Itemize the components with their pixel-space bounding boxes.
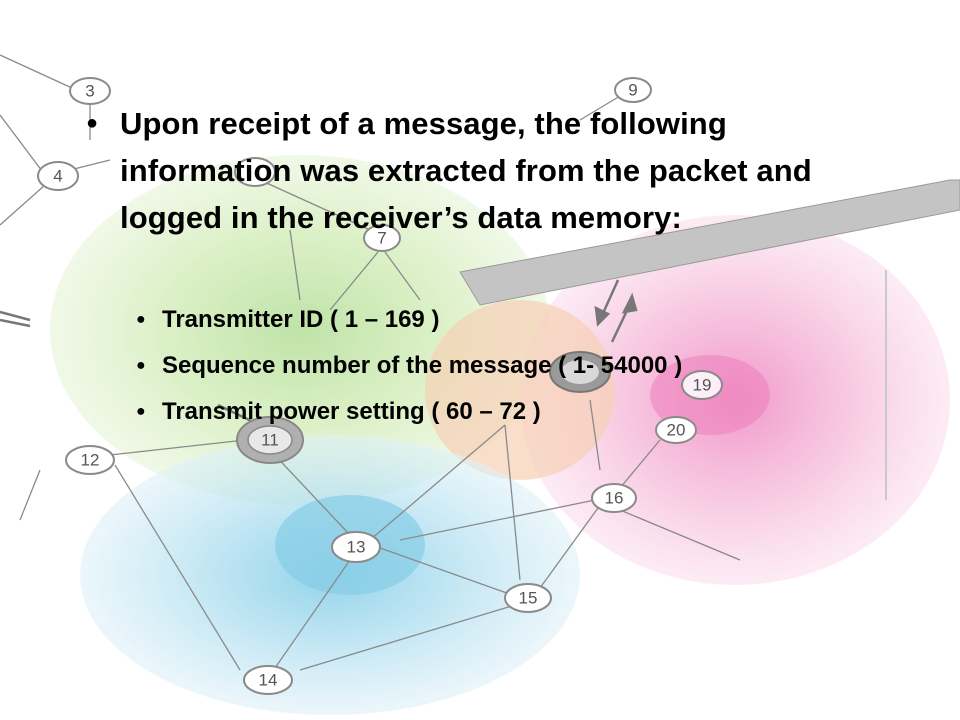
sub-bullet-text: Transmitter ID ( 1 – 169 ) [162,306,440,333]
node-15-label: 15 [519,589,538,608]
node-20-label: 20 [667,421,686,440]
node-12-label: 12 [81,451,100,470]
sub-bullet-sequence-number: ● Sequence number of the message ( 1- 54… [136,352,682,380]
sub-bullet-text: Sequence number of the message ( 1- 5400… [162,352,683,379]
node-16: 16 [591,483,637,513]
main-bullet-text: Upon receipt of a message, the following… [120,106,812,235]
main-bullet: ● Upon receipt of a message, the followi… [86,100,886,241]
network-edges [0,54,741,671]
gray-bar-shape [459,179,960,306]
node-13: 13 [331,531,381,563]
node-16-label: 16 [605,489,624,508]
node-20: 20 [655,416,697,444]
bullet-icon: ● [136,311,146,328]
node-7-label: 7 [377,229,386,248]
node-3-label: 3 [85,82,94,101]
node-15: 15 [504,583,552,613]
node-3: 3 [69,77,111,105]
node-11-label: 11 [261,431,279,450]
node-19: 19 [681,370,723,400]
bullet-icon: ● [136,357,146,374]
bullet-icon: ● [86,112,99,134]
sub-bullet-text: Transmit power setting ( 60 – 72 ) [162,398,541,425]
node-12: 12 [65,445,115,475]
sub-bullet-transmitter-id: ● Transmitter ID ( 1 – 169 ) [136,306,682,334]
node-4: 4 [37,161,79,191]
green-coverage-zone [50,155,550,505]
node-4-label: 4 [53,167,62,186]
gateway-node [549,351,611,393]
sub-bullet-list: ● Transmitter ID ( 1 – 169 ) ● Sequence … [136,306,682,444]
unlabeled-node [234,157,276,187]
node-9-label: 9 [628,81,637,100]
bullet-icon: ● [136,403,146,420]
node-9: 9 [614,77,652,103]
node-11: 11 [236,416,304,464]
node-7: 7 [363,224,401,252]
node-14: 14 [243,665,293,695]
node-14-label: 14 [259,671,278,690]
sub-bullet-transmit-power: ● Transmit power setting ( 60 – 72 ) [136,398,682,426]
node-19-label: 19 [693,376,712,395]
orange-overlap-zone [425,300,615,480]
node-13-label: 13 [347,538,366,557]
